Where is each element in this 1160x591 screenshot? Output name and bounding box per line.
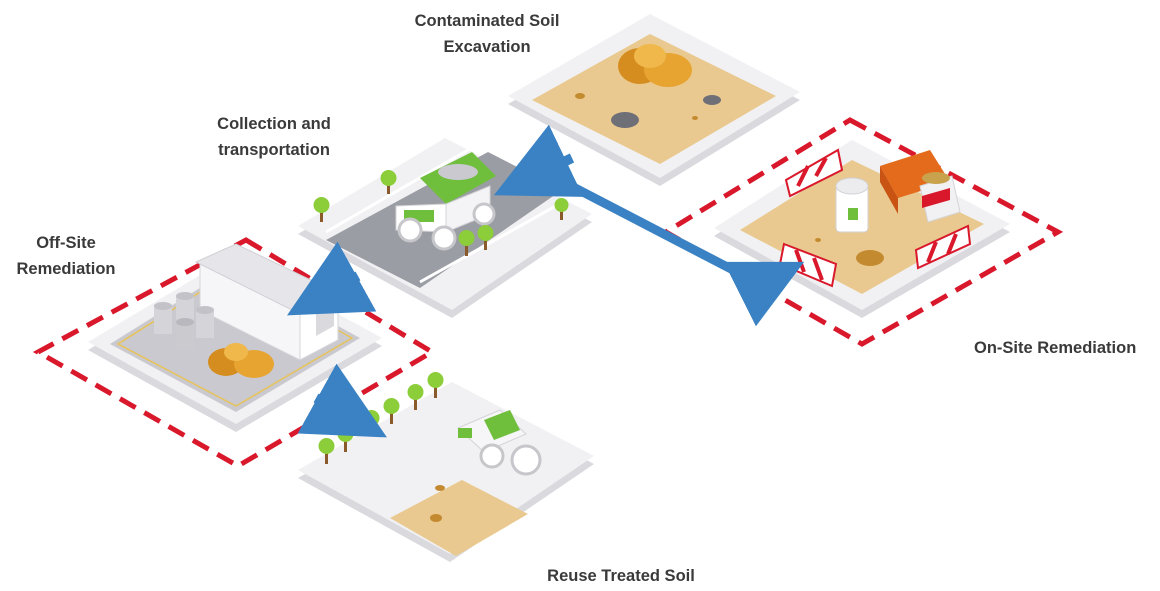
off-site-label: Off-Site Remediation xyxy=(16,234,116,278)
tree xyxy=(458,230,475,256)
reuse-label: Reuse Treated Soil xyxy=(547,567,695,585)
dirt-pile xyxy=(208,343,274,378)
soil-pile xyxy=(856,250,884,266)
flow-arrows xyxy=(287,124,805,438)
soil-spot xyxy=(692,116,698,120)
soil-spot xyxy=(575,93,585,99)
soil-area xyxy=(532,34,776,164)
arrow-excavation-to-collection xyxy=(493,124,584,197)
rock xyxy=(611,112,639,128)
tree xyxy=(313,197,330,222)
on-site-zone-border xyxy=(661,117,1064,347)
box-truck xyxy=(880,150,961,223)
treated-soil-area xyxy=(390,480,528,556)
arrow-off-site-to-reuse xyxy=(297,363,387,438)
on-site-label: On-Site Remediation xyxy=(974,339,1137,357)
storage-drums xyxy=(154,292,214,350)
dump-truck xyxy=(395,152,496,251)
excavation-label: Contaminated Soil Excavation xyxy=(414,12,560,56)
rock xyxy=(703,95,721,105)
dirt-pile xyxy=(618,44,692,87)
treatment-tank xyxy=(835,177,869,233)
reuse-platform xyxy=(298,372,594,562)
excavation-platform xyxy=(508,14,800,186)
on-site-platform xyxy=(714,140,1010,318)
tree xyxy=(554,198,569,220)
collection-label: Collection and transportation xyxy=(217,115,331,159)
barrier xyxy=(784,148,844,198)
tractor xyxy=(457,409,542,476)
barrier xyxy=(914,224,972,270)
arrow-collection-to-off-site xyxy=(287,241,377,316)
arrow-to-on-site xyxy=(549,172,805,327)
tree xyxy=(477,225,494,250)
tree xyxy=(380,170,397,194)
